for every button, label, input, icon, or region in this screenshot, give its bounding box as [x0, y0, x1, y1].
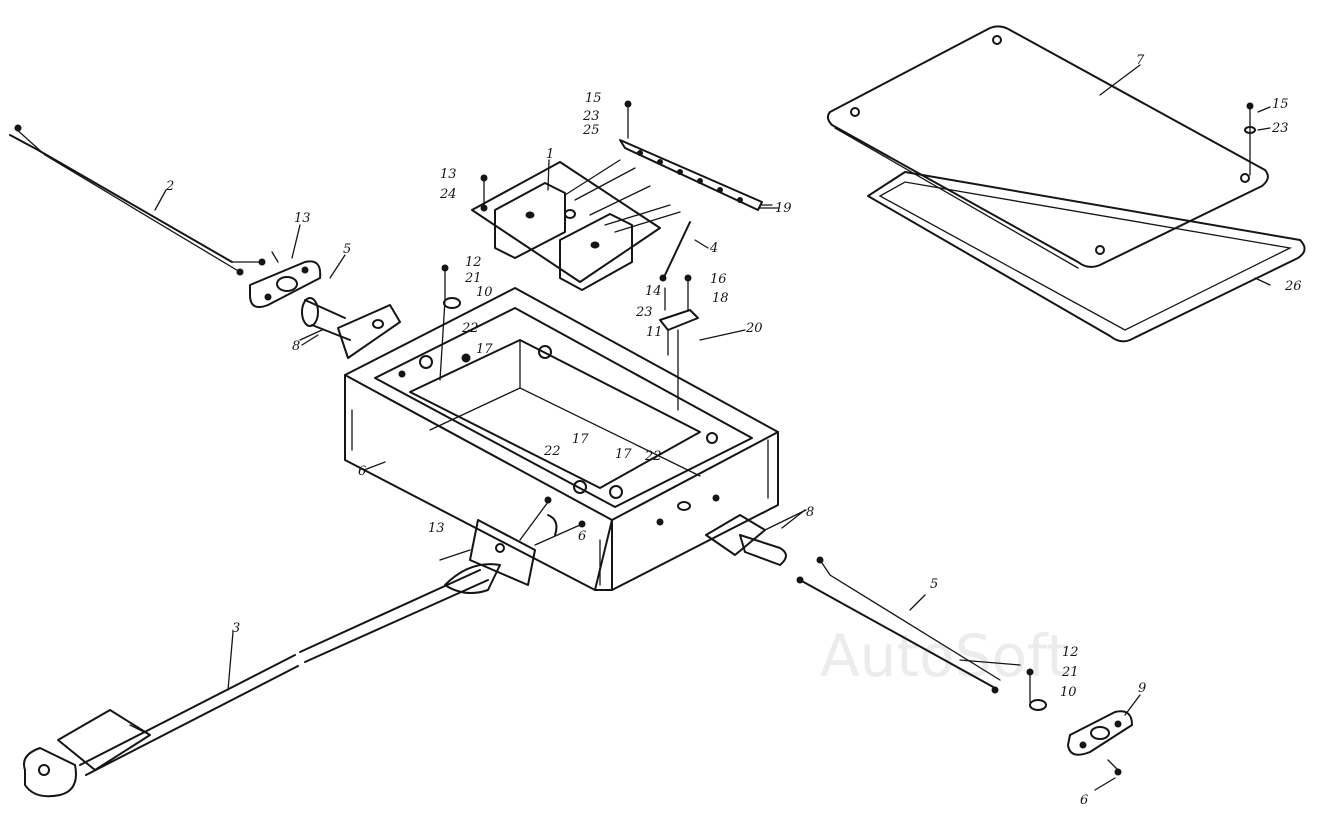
label-22b: 22 — [543, 444, 561, 459]
label-23b: 23 — [1271, 121, 1289, 136]
leader-lines — [154, 64, 1271, 791]
label-13c: 13 — [428, 521, 445, 536]
label-6c: 6 — [1080, 793, 1088, 808]
label-10a: 10 — [476, 285, 493, 300]
label-21b: 21 — [1061, 665, 1079, 680]
label-17b: 17 — [572, 432, 589, 447]
housing-6 — [344, 287, 779, 591]
label-22a: 22 — [461, 321, 479, 336]
cover-7 — [826, 25, 1269, 269]
terminal-board-1 — [471, 159, 681, 291]
part-labels: 1 2 3 4 5 5 6 6 6 7 8 8 9 10 10 11 12 12… — [165, 53, 1302, 808]
flange-plate-9-right — [1026, 668, 1133, 776]
wire-4 — [659, 221, 691, 282]
label-3: 3 — [232, 621, 240, 636]
label-7: 7 — [1136, 53, 1145, 68]
label-19: 19 — [775, 201, 792, 216]
label-17a: 17 — [476, 342, 493, 357]
sleeve-8-right — [705, 509, 807, 566]
label-9: 9 — [1138, 681, 1146, 696]
label-2: 2 — [165, 179, 174, 194]
label-23a: 23 — [582, 109, 600, 124]
label-14: 14 — [645, 284, 662, 299]
label-10b: 10 — [1060, 685, 1077, 700]
cable-3 — [23, 496, 586, 798]
cable-5-right — [796, 556, 1021, 694]
label-1: 1 — [546, 147, 554, 162]
label-13a: 13 — [440, 167, 457, 182]
cable-2 — [9, 124, 266, 276]
label-25: 25 — [582, 123, 600, 138]
label-4: 4 — [709, 241, 718, 256]
label-12a: 12 — [465, 255, 482, 270]
fasteners-center — [439, 100, 699, 411]
label-5-left: 5 — [343, 242, 351, 257]
label-15a: 15 — [585, 91, 602, 106]
label-23c: 23 — [635, 305, 653, 320]
label-5-right: 5 — [930, 577, 938, 592]
label-24: 24 — [439, 187, 457, 202]
label-12b: 12 — [1062, 645, 1079, 660]
label-8-right: 8 — [806, 505, 814, 520]
flange-plate-5-left — [249, 251, 322, 308]
watermark: AutoSoft — [820, 622, 1069, 690]
label-6: 6 — [358, 464, 366, 479]
label-13b: 13 — [294, 211, 311, 226]
label-22c: 22 — [644, 449, 662, 464]
label-21a: 21 — [464, 271, 482, 286]
gasket-26 — [867, 171, 1306, 343]
label-16: 16 — [710, 272, 727, 287]
label-20: 20 — [745, 321, 763, 336]
label-11: 11 — [646, 325, 663, 340]
sleeve-8-left — [299, 297, 401, 359]
label-18: 18 — [712, 291, 729, 306]
label-15b: 15 — [1272, 97, 1289, 112]
label-8-left: 8 — [292, 339, 300, 354]
label-26: 26 — [1284, 279, 1302, 294]
label-17c: 17 — [615, 447, 632, 462]
terminal-strip-19 — [619, 139, 773, 211]
label-6b: 6 — [578, 529, 586, 544]
